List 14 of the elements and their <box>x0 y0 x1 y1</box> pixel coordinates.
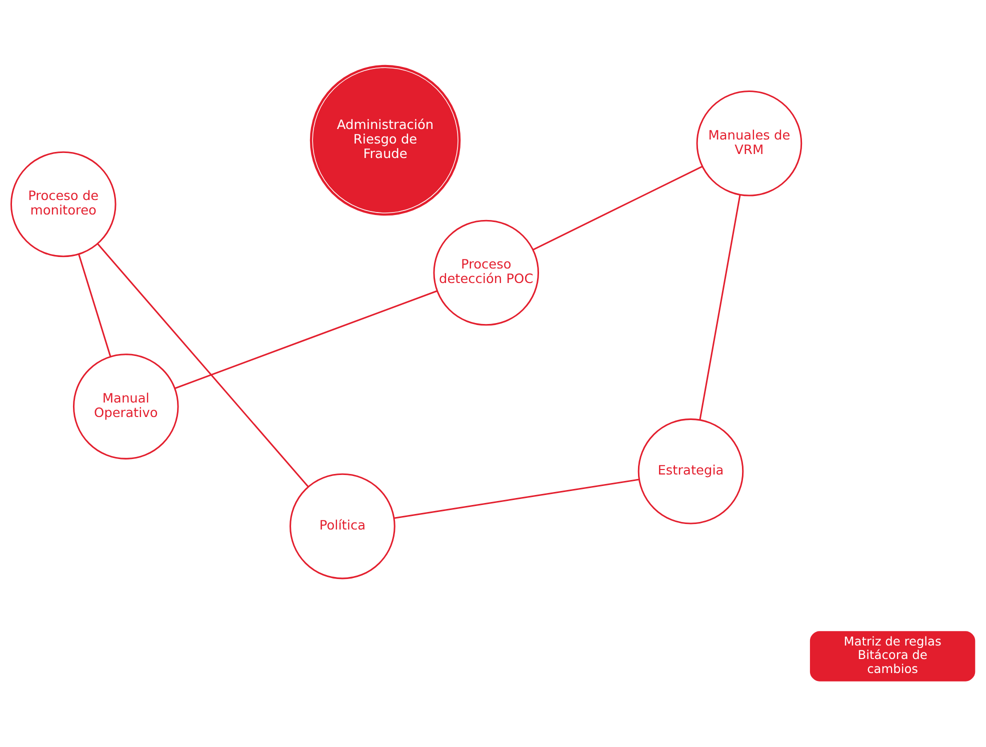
node-circle: Proceso detección POC <box>433 220 540 326</box>
node-circle: Estrategia <box>638 418 744 524</box>
node-circle: Manual Operativo <box>72 354 179 460</box>
node-circle: Proceso de monitoreo <box>10 151 116 258</box>
connector <box>174 290 438 390</box>
node-box: Matriz de reglas Bitácora de cambios <box>810 631 976 682</box>
connector <box>78 254 112 357</box>
connector <box>699 194 741 420</box>
node-circle: Política <box>290 473 396 580</box>
connector <box>394 478 640 519</box>
node-circle: Manuales de VRM <box>696 90 802 196</box>
connector <box>532 166 703 250</box>
connector <box>97 243 309 488</box>
node-circle: Administración Riesgo de Fraude <box>310 64 461 216</box>
